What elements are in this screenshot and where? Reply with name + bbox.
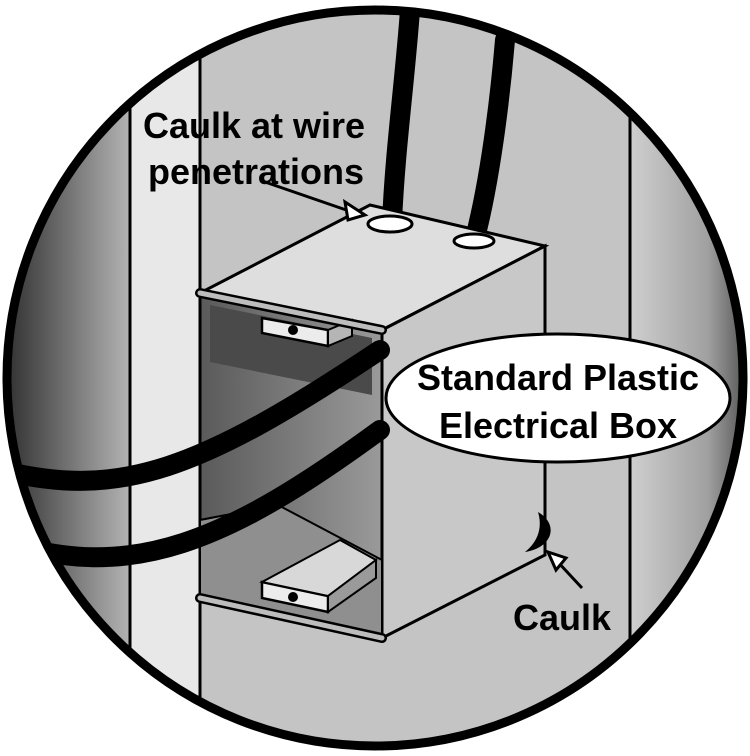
box-callout-bubble (384, 332, 732, 464)
top-bar (197, 290, 385, 333)
wire-top-right (465, 30, 515, 248)
label-box-line1: Standard Plastic (417, 357, 699, 398)
label-caulk: Caulk (513, 597, 612, 638)
bottom-bar (197, 595, 385, 641)
bottom-mounting-tab-side (327, 558, 377, 614)
caulk-arrow-head (545, 549, 569, 573)
frame-circle (2, 5, 748, 751)
penetration-arrow-head (342, 198, 369, 222)
left-stud (128, 10, 202, 746)
top-screw-hole (288, 325, 298, 335)
label-wire-penetrations-line2: penetrations (148, 151, 364, 192)
penetration-hole-left (366, 214, 414, 234)
wire-top-left (382, 10, 420, 232)
penetration-arrow-line (264, 180, 353, 214)
wire-left-upper (7, 340, 390, 491)
bottom-screw-hole (288, 592, 298, 602)
label-box-line2: Electrical Box (439, 405, 677, 446)
caulk-bead (525, 512, 551, 552)
label-wire-penetrations-line1: Caulk at wire (143, 105, 365, 146)
penetration-hole-right (452, 232, 496, 250)
